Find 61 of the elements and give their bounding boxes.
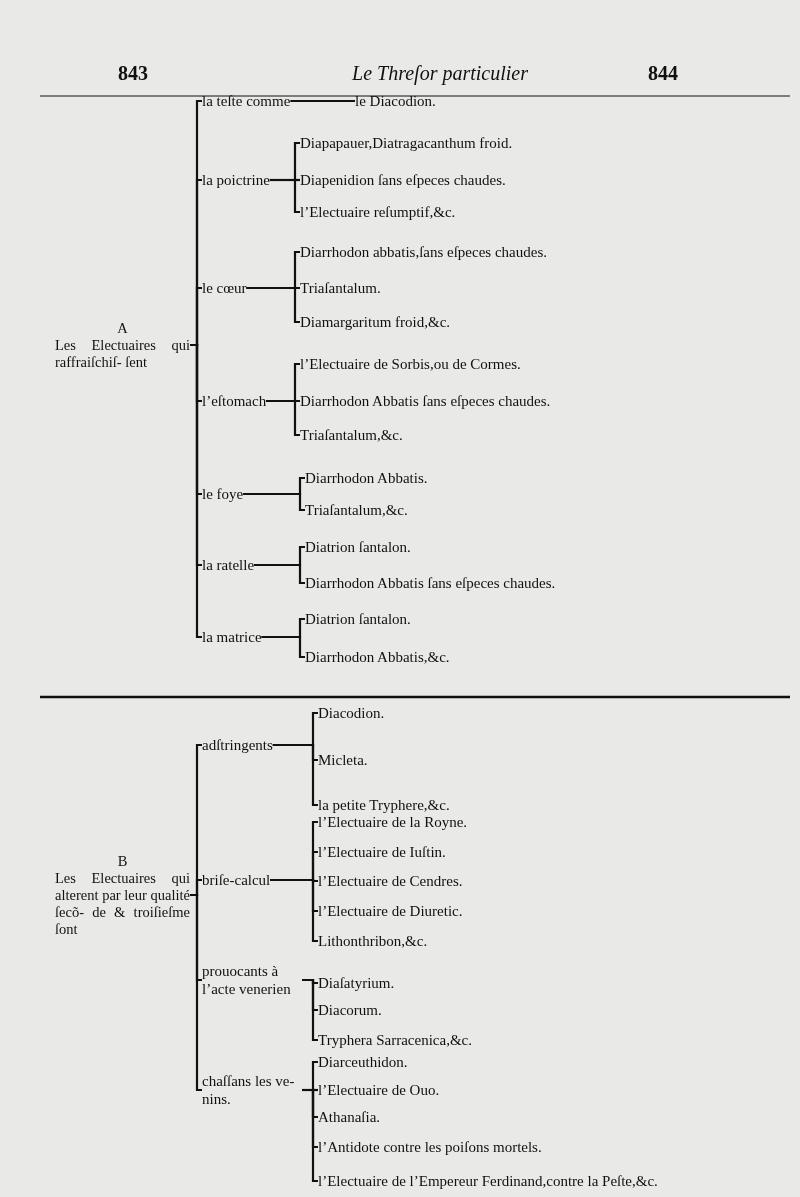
- bracket-line: [270, 878, 318, 943]
- entry-text: l’Electuaire de l’Empereur Ferdinand,contre la Peſte,&c.: [318, 1172, 658, 1190]
- page-number: 843: [118, 62, 148, 85]
- entry-text: chaſſans les ve- nins.: [202, 1072, 296, 1108]
- entry-text: Diacorum.: [318, 1001, 382, 1019]
- entry-text: Triaſantalum.: [300, 279, 381, 297]
- entry-text: la poictrine: [202, 171, 270, 189]
- bracket-line: [269, 178, 300, 214]
- entry-text: briſe-calcul: [202, 871, 271, 889]
- entry-text: Tryphera Sarracenica,&c.: [318, 1031, 472, 1049]
- entry-text: Diapenidion ſans eſpeces chaudes.: [300, 171, 506, 189]
- entry-text: Diarrhodon Abbatis ſans eſpeces chaudes.: [300, 392, 551, 410]
- entry-text: Diarrhodon Abbatis,&c.: [305, 648, 450, 666]
- entry-text: l’Electuaire reſumptif,&c.: [300, 203, 456, 221]
- entry-text: l’Electuaire de Diuretic.: [318, 902, 463, 920]
- entry-text: Diatrion ſantalon.: [305, 610, 411, 628]
- section-letter: A: [116, 319, 129, 337]
- entry-text: la matrice: [202, 628, 262, 646]
- entry-text: l’Electuaire de Sorbis,ou de Cormes.: [300, 355, 521, 373]
- entry-text: Diatrion ſantalon.: [305, 538, 411, 556]
- entry-text: la teſte comme: [202, 92, 291, 110]
- entry-text: Diarrhodon Abbatis ſans eſpeces chaudes.: [305, 574, 556, 592]
- entry-text: l’Antidote contre les poiſons mortels.: [318, 1138, 542, 1156]
- bracket-line: [302, 978, 318, 1042]
- bracket-line: [243, 492, 305, 512]
- page-title: Le Threſor particulier: [352, 62, 528, 85]
- entry-text: l’Electuaire de Cendres.: [318, 872, 463, 890]
- entry-text: Diapapauer,Diatragacanthum froid.: [300, 134, 513, 152]
- entry-text: le cœur: [202, 279, 247, 297]
- entry-text: Diarrhodon Abbatis.: [305, 469, 428, 487]
- entry-text: Diarrhodon abbatis,ſans eſpeces chaudes.: [300, 243, 547, 261]
- bracket-line: [190, 343, 202, 639]
- entry-text: Diamargaritum froid,&c.: [300, 313, 451, 331]
- page-number: 844: [648, 62, 678, 85]
- bracket-line: [190, 893, 202, 1092]
- bracket-line: [290, 99, 355, 103]
- entry-text: prouocants à l’acte venerien: [202, 962, 292, 998]
- entry-text: Lithonthribon,&c.: [318, 932, 428, 950]
- section-letter: B: [116, 852, 129, 870]
- entry-text: Triaſantalum,&c.: [305, 501, 408, 519]
- category-text: Les Electuaires qui alterent par leur qualité ſecõ- de & troiſieſme ſont: [55, 869, 190, 938]
- entry-text: l’Electuaire de Iuſtin.: [318, 843, 446, 861]
- entry-text: la ratelle: [202, 556, 255, 574]
- entry-text: Diarceuthidon.: [318, 1053, 408, 1071]
- entry-text: Micleta.: [318, 751, 368, 769]
- category-text: Les Electuaires qui raffraiſchiſ- ſent: [55, 336, 190, 371]
- entry-text: Diaſatyrium.: [318, 974, 395, 992]
- bracket-line: [246, 286, 300, 324]
- entry-text: l’eſtomach: [202, 392, 267, 410]
- entry-text: le Diacodion.: [355, 92, 436, 110]
- entry-text: Triaſantalum,&c.: [300, 426, 403, 444]
- entry-text: adſtringents: [202, 736, 273, 754]
- entry-text: la petite Tryphere,&c.: [318, 796, 450, 814]
- entry-text: l’Electuaire de Ouo.: [318, 1081, 440, 1099]
- bracket-line: [254, 563, 305, 585]
- bracket-line: [272, 743, 318, 807]
- bracket-line: [261, 635, 305, 659]
- entry-text: Athanaſia.: [318, 1108, 381, 1126]
- entry-text: Diacodion.: [318, 704, 385, 722]
- entry-text: le foye: [202, 485, 244, 503]
- entry-text: l’Electuaire de la Royne.: [318, 813, 468, 831]
